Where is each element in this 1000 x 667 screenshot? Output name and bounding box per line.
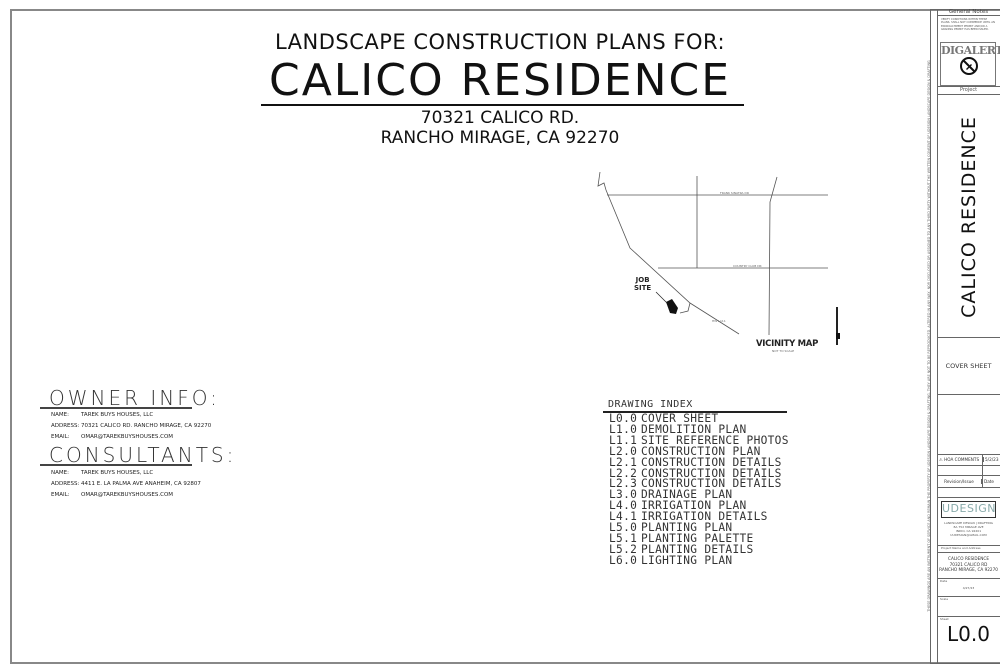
project-name-box [937, 95, 1000, 338]
owner-info-heading: OWNER INFO: [49, 386, 220, 410]
udesign-logo: UDESIGN [941, 501, 996, 518]
firm-info: LANDSCAPE DESIGN | DRAFTING 8A 752 MIRAG… [944, 521, 993, 537]
owner-info-rule [40, 407, 192, 409]
project-name-address-label-box: Project Name and Address [937, 546, 1000, 553]
project-title: CALICO RESIDENCE [268, 55, 732, 106]
digalert-badge: DIGALERT [940, 42, 1000, 86]
consultants-heading: CONSULTANTS: [49, 443, 237, 467]
consultant-address-row: ADDRESS:4411 E. LA PALMA AVE ANAHEIM, CA… [51, 481, 201, 487]
project-label-box: Project [937, 87, 1000, 95]
svg-text:COUNTRY CLUB DR: COUNTRY CLUB DR [733, 264, 762, 268]
consultants-section: CONSULTANTS: [49, 443, 236, 467]
sheet-box: Sheet [940, 617, 949, 621]
vicinity-map-title: VICINITY MAP [756, 339, 818, 349]
revision-row: ⚠ HOA COMMENTS 5/2/23 [937, 455, 1000, 466]
consultants-list: NAME:TAREK BUYS HOUSES, LLC ADDRESS:4411… [51, 470, 201, 498]
revisions-empty [937, 395, 1000, 455]
scale-box: Scale [937, 597, 1000, 617]
svg-text:HWY 111: HWY 111 [712, 319, 726, 323]
vicinity-map-scale-note: NOT TO SCALE [772, 349, 795, 353]
date-box: Date 4/27/23 [937, 579, 1000, 597]
consultant-name-row: NAME:TAREK BUYS HOUSES, LLC [51, 470, 154, 476]
owner-address-row: ADDRESS:70321 CALICO RD. RANCHO MIRAGE, … [51, 423, 212, 429]
sheet-border [10, 9, 1000, 664]
title-block-inner [937, 9, 1000, 664]
firm-box [937, 498, 1000, 546]
copyright-notice: THESE DRAWINGS ARE AN INSTRUMENT OF SERV… [927, 60, 931, 612]
owner-info-list: NAME:TAREK BUYS HOUSES, LLC ADDRESS:7032… [51, 412, 211, 440]
owner-name-row: NAME:TAREK BUYS HOUSES, LLC [51, 412, 154, 418]
job-site-label: JOB SITE [634, 276, 652, 292]
sheet-number: L0.0 [947, 622, 990, 646]
north-arrow-icon [833, 308, 839, 346]
revision-header: Revision/Issue Date [937, 476, 1000, 488]
spacer-box [937, 488, 1000, 498]
revision-date: 5/2/23 [983, 457, 999, 462]
consultants-rule [40, 464, 192, 466]
general-notes-heading: General Notes [937, 9, 1000, 16]
title-block-frame [930, 9, 1000, 664]
revision-divider [982, 455, 983, 488]
consultant-email-row: EMAIL:OMAR@TAREKBUYSHOUSES.COM [51, 492, 174, 498]
sheet-title-box: COVER SHEET [937, 338, 1000, 395]
project-address-box: CALICO RESIDENCE 70321 CALICO RD RANCHO … [937, 553, 1000, 579]
vicinity-map: FRANK SINATRA DR COUNTRY CLUB DR HWY 111 [597, 171, 840, 345]
owner-info-section: OWNER INFO: [49, 386, 220, 410]
general-notes-text: VERIFY CONDITIONS WITHIN THESE PLANS. SH… [941, 18, 995, 31]
drawing-index-rule [603, 411, 787, 413]
no-dig-icon [960, 57, 978, 75]
plans-subtitle: LANDSCAPE CONSTRUCTION PLANS FOR: [274, 30, 726, 54]
general-notes-box: General Notes VERIFY CONDITIONS WITHIN T… [937, 9, 1000, 87]
svg-text:FRANK SINATRA DR: FRANK SINATRA DR [720, 191, 749, 195]
revision-blank-row [937, 466, 1000, 476]
revision-label: ⚠ HOA COMMENTS [939, 457, 980, 462]
owner-email-row: EMAIL:OMAR@TAREKBUYSHOUSES.COM [51, 434, 174, 440]
drawing-index-title: DRAWING INDEX [608, 399, 693, 410]
title-underline [261, 104, 744, 106]
project-address-line1: 70321 CALICO RD. [420, 108, 580, 128]
project-address-line2: RANCHO MIRAGE, CA 92270 [380, 128, 620, 148]
